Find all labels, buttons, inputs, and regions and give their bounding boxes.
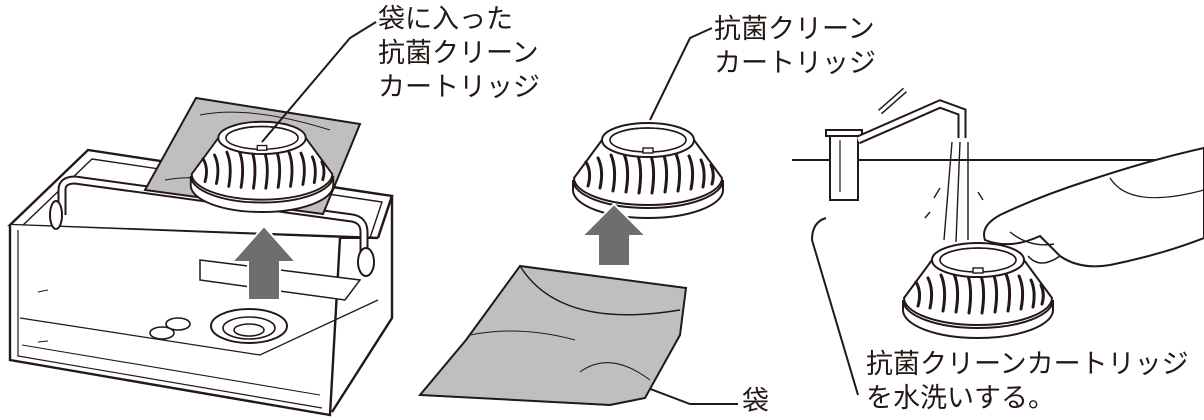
- label-line: 袋に入った: [378, 4, 513, 35]
- label-line: カートリッジ: [378, 72, 540, 103]
- bag: [417, 264, 688, 407]
- label-cartridge: 抗菌クリーン カートリッジ: [714, 13, 876, 81]
- label-line: 抗菌クリーン: [378, 38, 539, 69]
- label-line: カートリッジ: [714, 48, 876, 79]
- arrow-up-left: [229, 224, 299, 301]
- label-line: を水洗いする。: [866, 383, 1055, 414]
- hand: [983, 146, 1204, 268]
- label-cartridge-in-bag: 袋に入った 抗菌クリーン カートリッジ: [378, 3, 540, 105]
- arrow-up-middle: [579, 202, 649, 267]
- label-instruction: 抗菌クリーンカートリッジ を水洗いする。: [866, 348, 1189, 416]
- label-line: 袋: [742, 386, 769, 417]
- label-bag: 袋: [742, 385, 769, 419]
- label-line: 抗菌クリーン: [714, 14, 875, 45]
- label-line: 抗菌クリーンカートリッジ: [866, 349, 1189, 380]
